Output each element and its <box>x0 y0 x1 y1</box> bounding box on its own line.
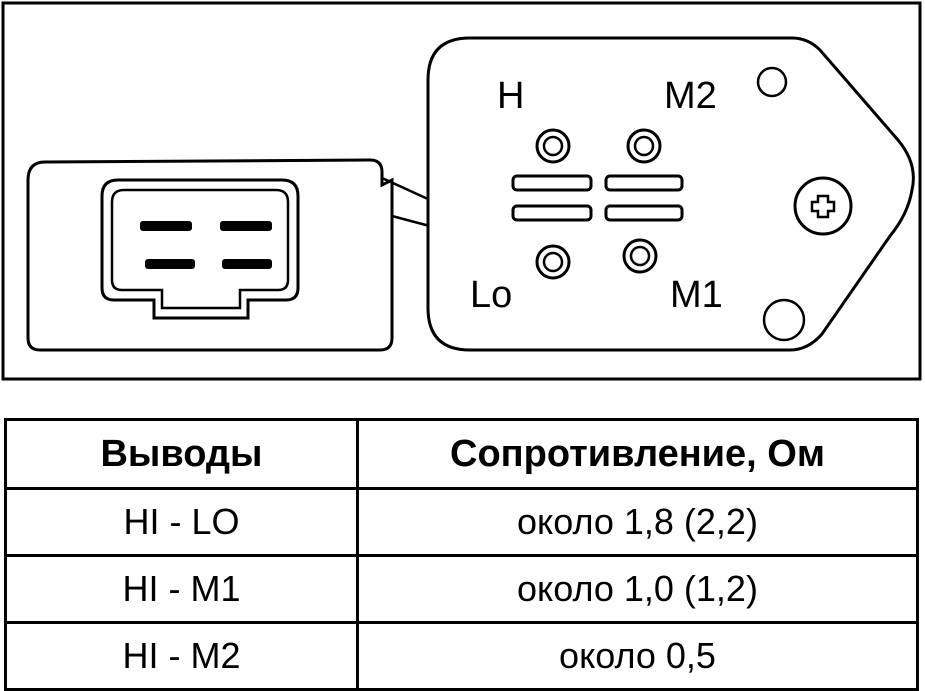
cell-terminals: HI - M1 <box>4 554 359 624</box>
plug-pin <box>222 259 272 269</box>
header-terminals: Выводы <box>4 418 359 490</box>
plug-pin <box>220 221 272 231</box>
resistor-diagram: H M2 Lo M1 <box>1 1 922 381</box>
table-row: HI - M2 около 0,5 <box>4 621 919 691</box>
cell-terminals: HI - LO <box>4 487 359 557</box>
slot <box>604 174 684 192</box>
slot <box>511 204 593 222</box>
screw-icon <box>793 176 853 236</box>
resistor-plate <box>426 36 915 352</box>
plug-pin <box>145 259 195 269</box>
cell-resistance: около 1,0 (1,2) <box>356 554 919 624</box>
diagram-frame <box>1 1 922 381</box>
terminal-h <box>535 128 571 164</box>
mounting-hole <box>756 66 788 98</box>
terminal-lo <box>535 244 571 280</box>
slot <box>511 174 593 192</box>
connector-callout <box>26 158 394 352</box>
slot <box>604 204 684 222</box>
table-row: HI - M1 около 1,0 (1,2) <box>4 554 919 624</box>
label-m1: M1 <box>670 274 723 316</box>
table-header-row: Выводы Сопротивление, Ом <box>4 418 919 490</box>
plate-slots <box>511 174 684 222</box>
cell-terminals: HI - M2 <box>4 621 359 691</box>
label-h: H <box>497 75 524 117</box>
plug-pin <box>140 221 192 231</box>
terminal-m2 <box>626 128 662 164</box>
resistance-table: Выводы Сопротивление, Ом HI - LO около 1… <box>4 418 919 691</box>
mounting-hole <box>762 298 806 342</box>
connector-plug <box>100 178 300 320</box>
label-m2: M2 <box>664 75 717 117</box>
cell-resistance: около 1,8 (2,2) <box>356 487 919 557</box>
label-lo: Lo <box>470 274 512 316</box>
table-row: HI - LO около 1,8 (2,2) <box>4 487 919 557</box>
terminal-m1 <box>622 238 658 274</box>
header-resistance: Сопротивление, Ом <box>356 418 919 490</box>
cell-resistance: около 0,5 <box>356 621 919 691</box>
